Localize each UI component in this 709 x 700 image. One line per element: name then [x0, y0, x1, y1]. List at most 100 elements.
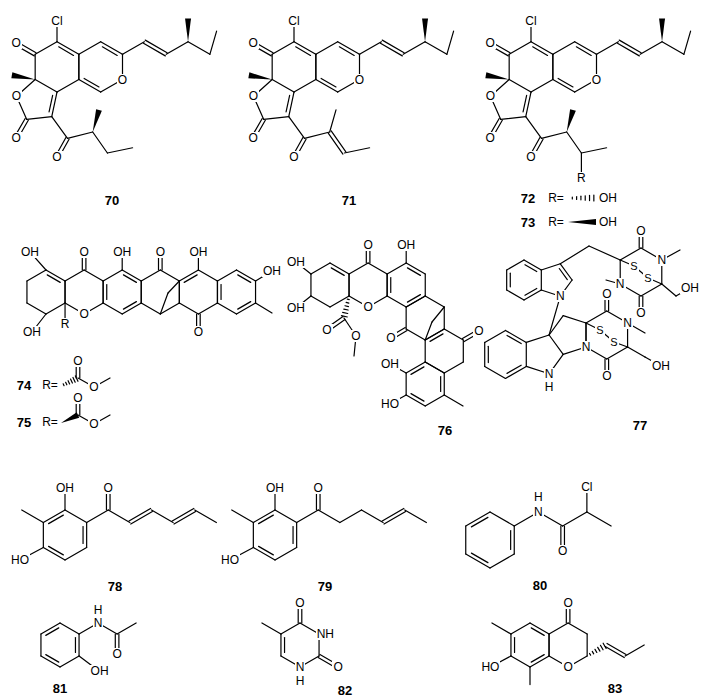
atom-label: O	[601, 370, 612, 382]
bond-line	[347, 299, 349, 301]
bond-line	[185, 19, 191, 42]
bond-line	[567, 109, 576, 132]
bond-line	[35, 54, 36, 79]
bond-line	[259, 546, 274, 555]
bond-line	[47, 275, 60, 282]
atom-label: O	[635, 307, 646, 319]
bond-line	[485, 72, 509, 79]
bond-line	[35, 80, 57, 93]
bond-line	[63, 384, 65, 386]
bond-line	[328, 133, 343, 154]
atom-label: S	[643, 273, 652, 284]
bond-line	[145, 40, 167, 53]
bond-line	[160, 293, 168, 314]
atom-label: R=	[41, 379, 59, 391]
bond-line	[563, 316, 586, 323]
bond-line	[248, 72, 272, 79]
bond-line	[593, 195, 594, 201]
bond-line	[79, 42, 101, 55]
bond-line	[430, 334, 443, 341]
bond-line	[506, 270, 507, 290]
atom-label: N	[615, 278, 626, 290]
bond-line	[103, 281, 104, 303]
atom-label: R	[576, 172, 587, 184]
atom-label: HO	[10, 554, 30, 566]
bond-line	[405, 510, 427, 523]
bond-line	[514, 638, 515, 653]
bond-line	[425, 274, 426, 296]
atom-label: S	[629, 261, 638, 272]
bond-line	[343, 312, 348, 313]
bond-line	[160, 270, 179, 281]
atom-label: S	[595, 325, 604, 336]
bond-line	[65, 510, 87, 523]
bond-line	[346, 302, 349, 304]
bond-line	[509, 54, 510, 79]
bond-line	[533, 47, 548, 56]
bond-line	[331, 268, 344, 275]
bond-line	[585, 196, 586, 200]
bond-line	[344, 308, 348, 310]
bond-line	[492, 623, 511, 634]
bond-line	[576, 47, 591, 56]
atom-label: O	[485, 90, 496, 102]
bond-line	[587, 634, 588, 656]
atom-label: N	[93, 617, 104, 629]
atom-label: HO	[220, 554, 240, 566]
bond-line	[471, 553, 487, 563]
bond-line	[46, 628, 59, 635]
bond-line	[548, 634, 549, 656]
atom-label: S	[609, 337, 618, 348]
atom-label: H	[295, 675, 306, 687]
bond-line	[78, 54, 79, 79]
compound-number: 74	[16, 379, 32, 392]
atom-label: O	[601, 288, 612, 300]
bond-line	[360, 42, 382, 55]
bond-line	[238, 302, 251, 309]
bond-line	[315, 54, 316, 79]
atom-label: Cl	[50, 15, 63, 27]
atom-label: O	[362, 301, 373, 313]
atom-label: O	[247, 37, 258, 49]
bond-line	[123, 275, 136, 282]
bond-line	[463, 340, 464, 362]
bond-line	[444, 395, 463, 406]
atom-label: O	[72, 355, 83, 367]
bond-line	[103, 270, 122, 281]
atom-label: O	[294, 597, 305, 609]
bond-line	[600, 645, 603, 649]
bond-line	[49, 515, 64, 524]
bond-line	[425, 340, 426, 362]
bond-line	[581, 148, 606, 153]
bond-line	[348, 274, 349, 296]
bond-line	[406, 329, 425, 340]
bond-line	[281, 623, 300, 634]
bond-line	[339, 47, 354, 56]
bond-line	[387, 274, 388, 296]
bond-line	[289, 117, 305, 139]
bond-line	[541, 270, 542, 290]
atom-label: O	[11, 90, 22, 102]
bond-line	[141, 281, 142, 303]
bond-line	[406, 373, 407, 395]
atom-label: H	[544, 381, 555, 393]
atom-label: OH	[20, 246, 40, 258]
bond-line	[296, 523, 297, 548]
compound-number: 78	[107, 580, 123, 593]
bond-line	[64, 281, 65, 303]
bond-line	[22, 510, 44, 523]
bond-line	[568, 623, 587, 634]
atom-label: OH	[112, 246, 132, 258]
atom-label: O	[88, 381, 99, 393]
compound-number: 71	[341, 194, 357, 207]
atom-label: O	[557, 545, 568, 557]
atom-label: N	[622, 317, 633, 329]
bond-line	[330, 296, 349, 307]
bond-line	[541, 264, 560, 270]
bond-line	[253, 523, 254, 548]
bond-line	[425, 296, 444, 307]
bond-line	[198, 270, 217, 281]
atom-label: N	[581, 341, 592, 353]
bond-line	[510, 634, 511, 656]
